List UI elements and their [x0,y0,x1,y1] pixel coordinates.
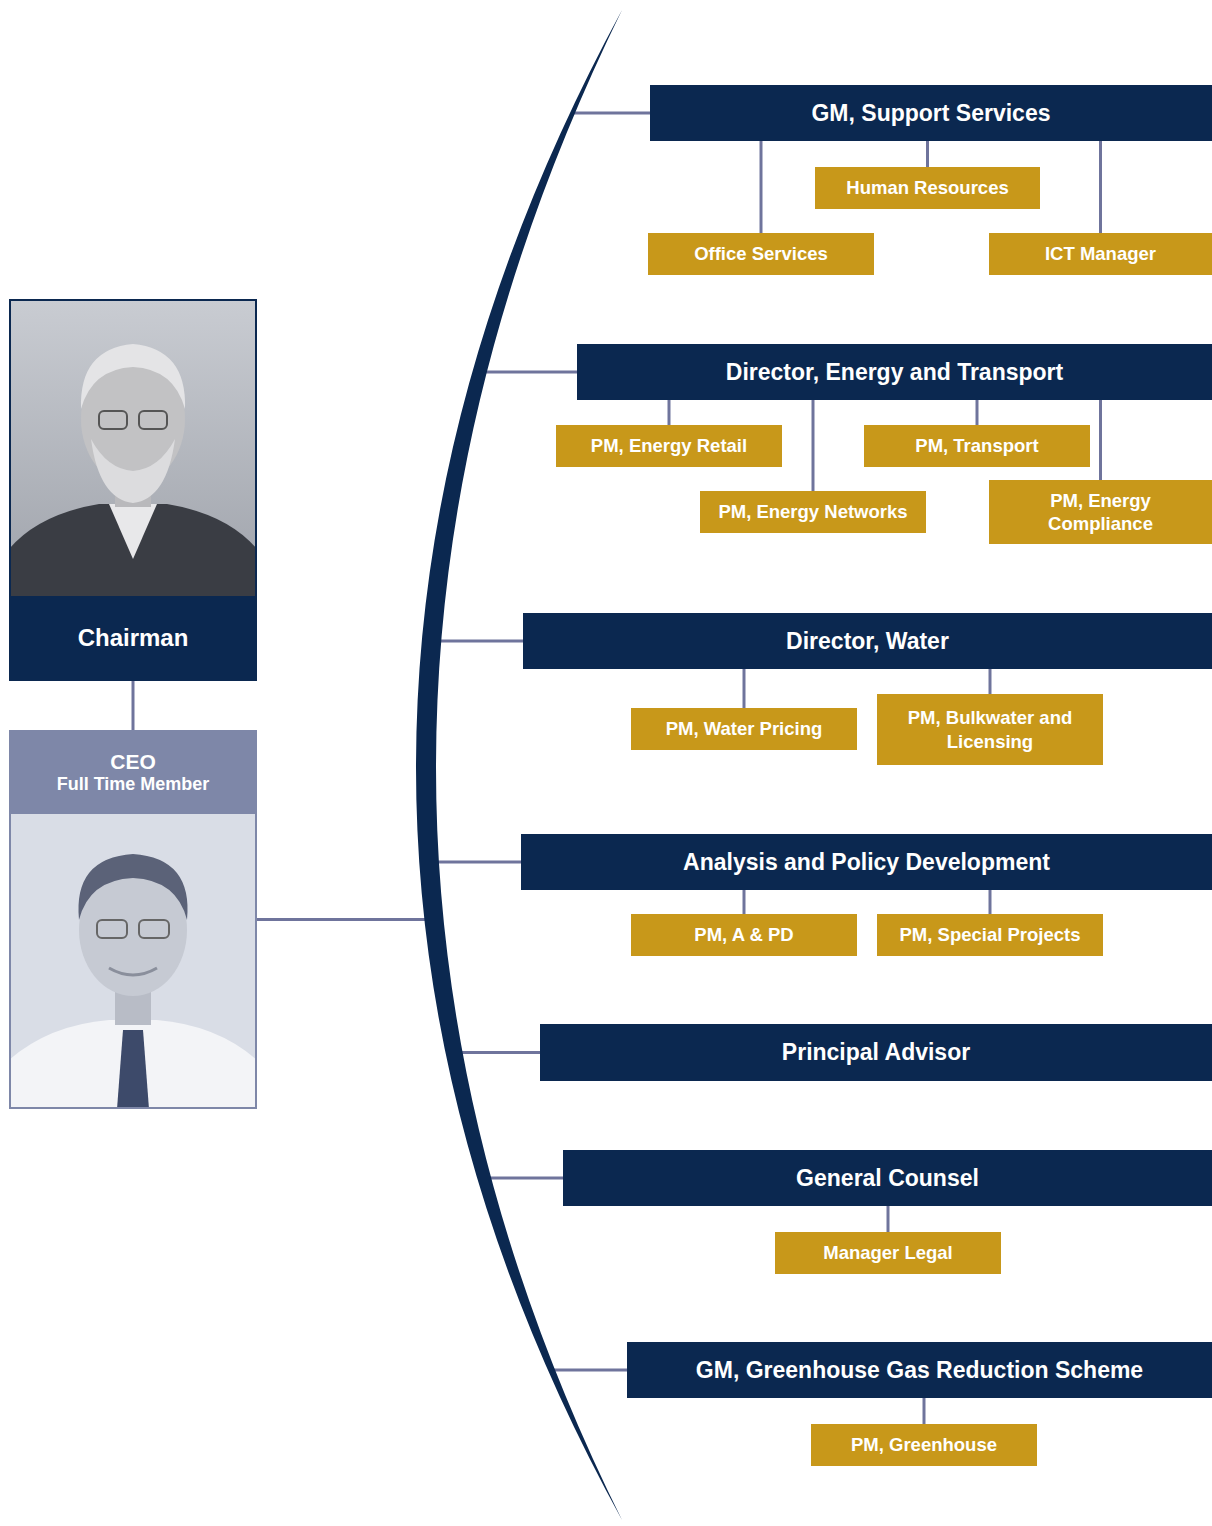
node-label: General Counsel [796,1165,979,1191]
reporting-line [989,669,992,694]
portrait-box: Chairman [9,299,257,681]
node-label: PM, Special Projects [900,923,1081,946]
reporting-line [989,890,992,914]
reporting-line [976,400,979,425]
node-label: ICT Manager [1045,242,1156,265]
node-label: Chairman [78,624,189,653]
title-band: Chairman [9,596,257,681]
reporting-line [923,1398,926,1424]
node-label: Principal Advisor [782,1039,970,1065]
node-label: PM, Greenhouse [851,1433,997,1456]
node-label: Office Services [694,242,828,265]
department-box: GM, Greenhouse Gas Reduction Scheme [627,1342,1212,1398]
reporting-line [1099,141,1102,233]
department-box: General Counsel [563,1150,1212,1206]
portrait-box: CEOFull Time Member [9,730,257,1109]
node-label: GM, Greenhouse Gas Reduction Scheme [696,1357,1143,1383]
reporting-line [926,141,929,167]
reporting-line [743,890,746,914]
reporting-line [257,862,521,920]
position-box: PM, Bulkwater and Licensing [877,694,1103,765]
position-box: Manager Legal [775,1232,1001,1274]
department-box: GM, Support Services [650,85,1212,141]
reporting-line [257,920,563,1179]
reporting-line [760,141,763,233]
department-box: Principal Advisor [540,1024,1212,1081]
position-box: PM, Energy Compliance [989,480,1212,544]
node-label: PM, Water Pricing [666,717,823,740]
position-box: PM, Greenhouse [811,1424,1037,1466]
node-label: CEO [110,749,156,774]
reporting-line [812,400,815,491]
portrait-photo [9,299,257,681]
node-label: Director, Energy and Transport [726,359,1063,385]
reporting-line [668,400,671,425]
position-box: PM, Special Projects [877,914,1103,956]
node-label: Director, Water [786,628,949,654]
node-label: PM, Energy Compliance [999,489,1202,535]
position-box: ICT Manager [989,233,1212,275]
position-box: PM, A & PD [631,914,857,956]
node-label: PM, Energy Networks [718,500,907,523]
node-label: Full Time Member [57,774,210,796]
reporting-line [1099,400,1102,480]
node-label: Manager Legal [823,1241,953,1264]
position-box: PM, Water Pricing [631,708,857,750]
reporting-line [132,681,135,730]
reporting-line [257,641,523,920]
reporting-line [257,920,540,1053]
position-box: PM, Energy Retail [556,425,782,467]
position-box: PM, Transport [864,425,1090,467]
position-box: Office Services [648,233,874,275]
node-label: PM, Transport [915,434,1038,457]
department-box: Director, Water [523,613,1212,669]
node-label: GM, Support Services [811,100,1050,126]
position-box: Human Resources [815,167,1040,209]
reporting-line [743,669,746,708]
node-label: Analysis and Policy Development [683,849,1050,875]
title-band: CEOFull Time Member [9,730,257,814]
node-label: Human Resources [846,176,1008,199]
crescent-shape [416,10,622,1520]
position-box: PM, Energy Networks [700,491,926,533]
department-box: Director, Energy and Transport [577,344,1212,400]
reporting-line [887,1206,890,1232]
node-label: PM, Bulkwater and Licensing [887,706,1093,752]
node-label: PM, Energy Retail [591,434,747,457]
node-label: PM, A & PD [694,923,793,946]
department-box: Analysis and Policy Development [521,834,1212,890]
